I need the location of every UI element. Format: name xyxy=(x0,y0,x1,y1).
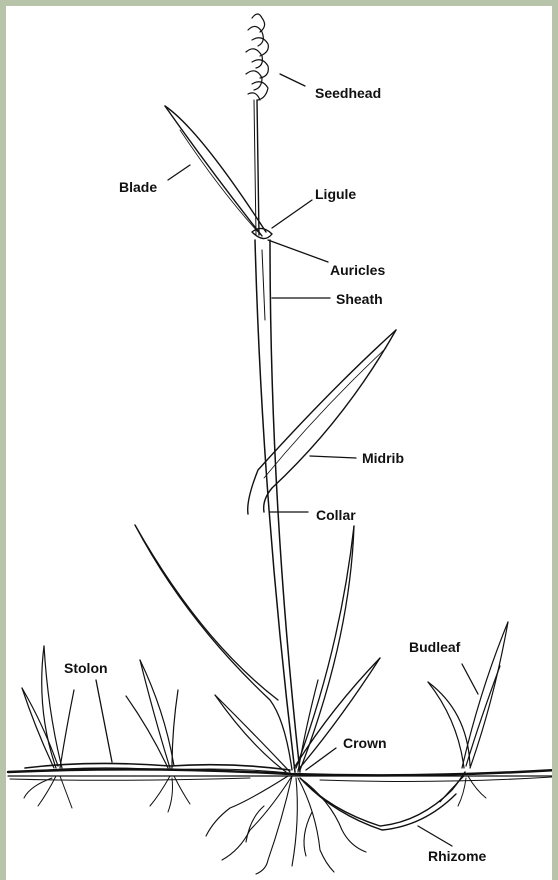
main-stem xyxy=(254,100,300,772)
label-budleaf: Budleaf xyxy=(409,639,460,655)
grass-plant-illustration xyxy=(6,6,552,880)
label-midrib: Midrib xyxy=(362,450,404,466)
label-auricles: Auricles xyxy=(330,262,385,278)
main-roots xyxy=(206,776,366,874)
label-sheath: Sheath xyxy=(336,291,383,307)
upper-collar xyxy=(252,228,272,238)
leader-crown xyxy=(306,748,336,770)
label-seedhead: Seedhead xyxy=(315,85,381,101)
leader-seedhead xyxy=(280,74,305,86)
stolon-plant-middle xyxy=(126,660,178,768)
leader-stolon xyxy=(96,680,112,762)
leader-midrib xyxy=(310,456,356,458)
label-rhizome: Rhizome xyxy=(428,848,486,864)
midrib-leaf xyxy=(248,330,396,514)
leader-ligule xyxy=(272,200,312,228)
diagram-canvas: Seedhead Blade Ligule Auricles Sheath Mi… xyxy=(6,6,552,880)
right-leaf xyxy=(294,526,380,770)
label-blade: Blade xyxy=(119,179,157,195)
label-crown: Crown xyxy=(343,735,387,751)
label-stolon: Stolon xyxy=(64,660,108,676)
seedhead xyxy=(246,14,268,100)
leader-rhizome xyxy=(418,826,452,846)
crown-leaves xyxy=(215,680,318,772)
leader-blade xyxy=(168,165,190,180)
leader-budleaf xyxy=(462,664,478,694)
label-ligule: Ligule xyxy=(315,186,356,202)
leader-auricles xyxy=(268,240,328,262)
label-collar: Collar xyxy=(316,507,356,523)
left-leaf xyxy=(135,525,292,770)
